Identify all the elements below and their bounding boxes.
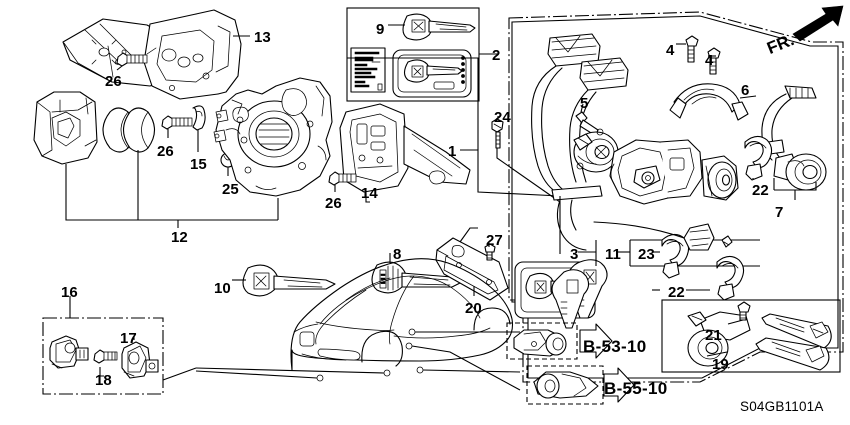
part-26-screw-upper [116,52,148,71]
key-number-label [350,47,386,93]
callout-21: 21 [705,327,722,344]
part-19-21-group [661,299,841,373]
part-6-bracket [669,83,757,121]
group-16-box [42,296,197,395]
callout-26-lower: 26 [325,195,342,212]
callout-17: 17 [120,330,137,347]
part-10-key [232,264,336,297]
part-19-lock-cylinder [687,311,751,367]
callout-3: 3 [570,246,579,263]
part-4-screws [676,35,721,75]
part-13-combination-switch [62,9,250,100]
part-27-screw [484,243,496,261]
detail-b5510 [526,365,635,405]
part-26-screw-lower [328,171,357,192]
drawing-part-number: S04GB1101A [740,399,824,414]
reference-b-55-10: B-55-10 [604,379,668,398]
callout-5: 5 [580,95,589,112]
part-22-clamp-right [716,255,745,301]
callout-19: 19 [712,356,729,373]
part-22-clamp-upper [744,135,773,181]
callout-7: 7 [775,204,784,221]
part-7-immobilizer-coil [761,85,827,200]
reference-b-53-10: B-53-10 [583,337,647,356]
callout-16: 16 [61,284,78,301]
part-26-screw-mid [161,115,193,138]
fr-arrow-icon [792,5,844,42]
part-9-key [388,13,476,41]
part-21-screw [727,301,751,325]
callout-27: 27 [486,232,503,249]
key-pair-centre [551,259,608,329]
steering-lock-body [609,139,739,205]
callout-4-right: 4 [705,52,714,69]
callout-1: 1 [448,143,457,160]
part-14-ignition-switch [339,103,471,203]
part-23-clamp [661,233,690,279]
part-24-bolt [491,116,561,203]
group-1-bracket [347,57,561,197]
part-16-actuator-left [49,335,89,369]
callout-11: 11 [605,246,621,263]
callout-12: 12 [171,229,188,246]
callout-15: 15 [190,156,207,173]
callout-23: 23 [638,246,655,263]
group-2-key-set-box [346,7,498,102]
callout-8: 8 [393,246,402,263]
part-18-screw [93,349,118,377]
part-12-main-housing [213,77,333,197]
callout-25: 25 [222,181,239,198]
callout-13: 13 [254,29,271,46]
callout-9: 9 [376,21,385,38]
part-15-lever-pin [192,105,206,152]
callout-4-left: 4 [666,42,675,59]
callout-18: 18 [95,372,112,389]
harness-block-clip [593,221,733,251]
ignition-key-cylinder [573,128,619,173]
car-illustration [195,258,521,391]
part-17-actuator-right [121,336,159,379]
callout-14: 14 [361,185,378,202]
callout-20: 20 [465,300,482,317]
part-12-housing-group [33,91,279,228]
part-19-keys [755,313,832,371]
callout-24: 24 [494,109,511,126]
callout-26-mid: 26 [157,143,174,160]
callout-22-upper: 22 [752,182,769,199]
key-tag-card [392,49,472,98]
detail-b5310 [506,322,613,360]
callout-22-right: 22 [668,284,685,301]
callout-10: 10 [214,280,231,297]
callout-26-upper: 26 [105,73,122,90]
callout-2: 2 [492,47,501,64]
callout-6: 6 [741,82,750,99]
